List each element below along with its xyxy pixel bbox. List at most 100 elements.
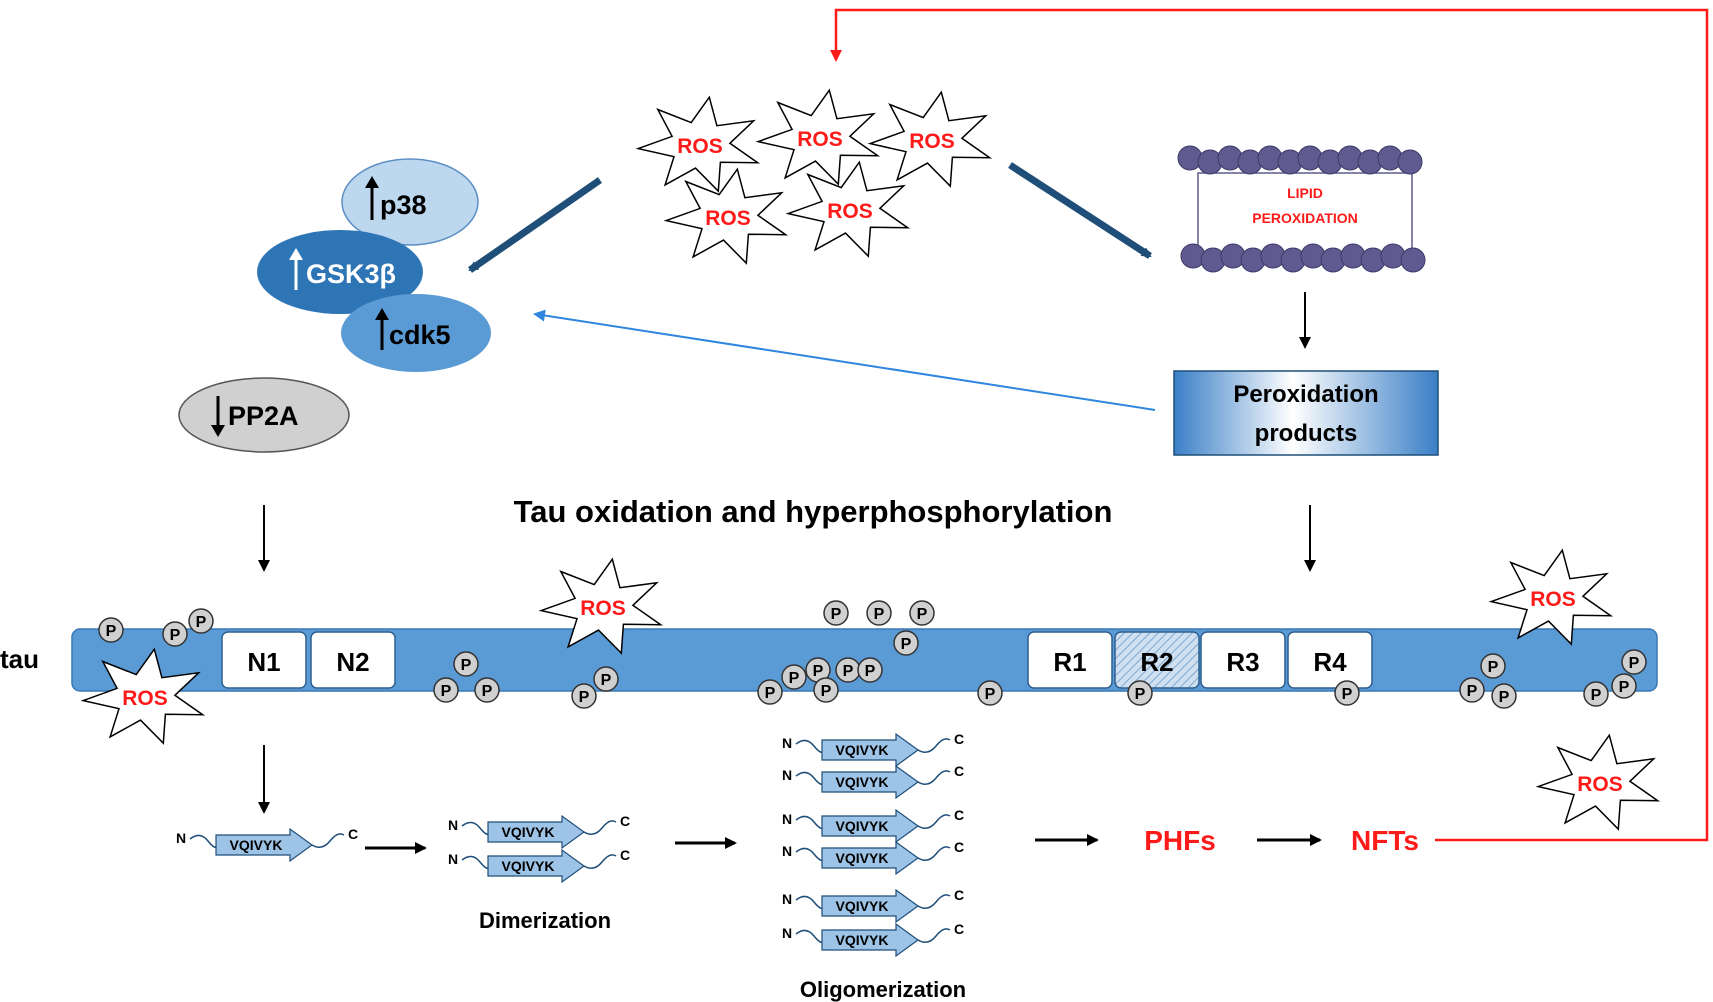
phosphate-marker: P bbox=[893, 630, 919, 656]
svg-text:P: P bbox=[1342, 686, 1353, 703]
svg-text:P: P bbox=[106, 623, 117, 640]
phosphate-marker: P bbox=[1334, 680, 1360, 706]
pp2a-node: PP2A bbox=[178, 377, 350, 453]
svg-text:P: P bbox=[901, 636, 912, 653]
ros-label: ROS bbox=[705, 207, 751, 230]
svg-text:VQIVYK: VQIVYK bbox=[836, 898, 889, 914]
lipid-bilayer: LIPID PEROXIDATION bbox=[1177, 145, 1426, 273]
phosphate-marker: P bbox=[571, 683, 597, 709]
gsk3b-label: GSK3β bbox=[306, 259, 396, 289]
phosphate-marker: P bbox=[757, 679, 783, 705]
svg-text:N: N bbox=[448, 817, 458, 833]
ros-star: ROS bbox=[1535, 733, 1661, 831]
phosphate-marker: P bbox=[433, 677, 459, 703]
ros-star: ROS bbox=[785, 160, 911, 258]
phosphate-marker: P bbox=[188, 608, 214, 634]
tau-domain-r3: R3 bbox=[1200, 631, 1286, 689]
svg-text:P: P bbox=[601, 672, 612, 689]
phosphate-marker: P bbox=[909, 600, 935, 626]
svg-text:N: N bbox=[782, 811, 792, 827]
tau-domain-label: N2 bbox=[336, 647, 369, 677]
down-arrow-icon bbox=[211, 396, 225, 437]
lipid-label-1: LIPID bbox=[1287, 185, 1323, 201]
tau-domain-label: N1 bbox=[247, 647, 280, 677]
arrow-products-to-cdk5 bbox=[533, 309, 1156, 411]
svg-text:N: N bbox=[782, 891, 792, 907]
ros-label: ROS bbox=[909, 130, 955, 153]
svg-text:P: P bbox=[1488, 659, 1499, 676]
svg-text:P: P bbox=[1629, 655, 1640, 672]
ros-label: ROS bbox=[580, 597, 626, 620]
tau-domain-r2: R2 bbox=[1114, 631, 1200, 689]
phosphate-marker: P bbox=[1480, 653, 1506, 679]
svg-text:P: P bbox=[843, 663, 854, 680]
phosphate-marker: P bbox=[857, 657, 883, 683]
phosphate-marker: P bbox=[474, 677, 500, 703]
phosphate-marker: P bbox=[1459, 677, 1485, 703]
ros-feedback-loop-line bbox=[830, 8, 1709, 842]
phosphate-marker: P bbox=[1621, 649, 1647, 675]
ros-star: ROS bbox=[867, 90, 993, 188]
phosphate-marker: P bbox=[453, 651, 479, 677]
phosphate-marker: P bbox=[593, 666, 619, 692]
svg-text:C: C bbox=[954, 887, 964, 903]
phosphate-marker: P bbox=[835, 657, 861, 683]
svg-text:P: P bbox=[865, 663, 876, 680]
tau-domain-label: R2 bbox=[1140, 647, 1173, 677]
svg-text:P: P bbox=[1467, 683, 1478, 700]
dimerization-label: Dimerization bbox=[479, 908, 611, 933]
ros-label: ROS bbox=[827, 200, 873, 223]
ros-star: ROS bbox=[1488, 548, 1614, 646]
svg-text:P: P bbox=[985, 686, 996, 703]
tau-domain-label: R3 bbox=[1226, 647, 1259, 677]
svg-text:VQIVYK: VQIVYK bbox=[230, 837, 283, 853]
svg-text:P: P bbox=[765, 685, 776, 702]
ros-star: ROS bbox=[755, 88, 881, 186]
peroxidation-products-box: Peroxidation products bbox=[1173, 370, 1439, 456]
svg-text:P: P bbox=[441, 683, 452, 700]
svg-text:C: C bbox=[348, 826, 358, 842]
up-arrow-icon bbox=[289, 248, 303, 290]
phosphate-marker: P bbox=[1583, 681, 1609, 707]
lipid-bead bbox=[1400, 247, 1426, 273]
products-label-2: products bbox=[1255, 420, 1358, 447]
up-arrow-icon bbox=[365, 176, 379, 220]
cdk5-node: cdk5 bbox=[341, 294, 491, 372]
svg-text:N: N bbox=[782, 735, 792, 751]
phosphate-marker: P bbox=[162, 621, 188, 647]
svg-text:C: C bbox=[954, 731, 964, 747]
svg-text:P: P bbox=[1591, 687, 1602, 704]
tau-label: tau bbox=[0, 644, 39, 674]
ros-star: ROS bbox=[80, 647, 206, 745]
svg-text:P: P bbox=[170, 627, 181, 644]
main-heading: Tau oxidation and hyperphosphorylation bbox=[514, 494, 1113, 529]
svg-text:VQIVYK: VQIVYK bbox=[836, 932, 889, 948]
p38-node: p38 bbox=[341, 158, 479, 246]
nfts-label: NFTs bbox=[1351, 825, 1419, 856]
svg-text:VQIVYK: VQIVYK bbox=[836, 774, 889, 790]
phosphate-marker: P bbox=[866, 600, 892, 626]
arrow-ros-to-lipid bbox=[1008, 162, 1152, 259]
ros-label: ROS bbox=[797, 128, 843, 151]
tau-domain-label: R4 bbox=[1313, 647, 1347, 677]
up-arrow-icon bbox=[375, 308, 389, 350]
tau-domain-r4: R4 bbox=[1287, 631, 1373, 689]
phosphate-marker: P bbox=[1491, 683, 1517, 709]
cdk5-label: cdk5 bbox=[389, 320, 451, 350]
ros-label: ROS bbox=[1530, 588, 1576, 611]
svg-text:C: C bbox=[954, 763, 964, 779]
svg-text:VQIVYK: VQIVYK bbox=[836, 742, 889, 758]
products-label-1: Peroxidation bbox=[1233, 381, 1378, 408]
ros-star: ROS bbox=[663, 167, 789, 265]
ros-star: ROS bbox=[635, 95, 761, 193]
svg-text:VQIVYK: VQIVYK bbox=[836, 818, 889, 834]
gsk3b-node: GSK3β bbox=[257, 230, 423, 314]
svg-text:P: P bbox=[789, 670, 800, 687]
